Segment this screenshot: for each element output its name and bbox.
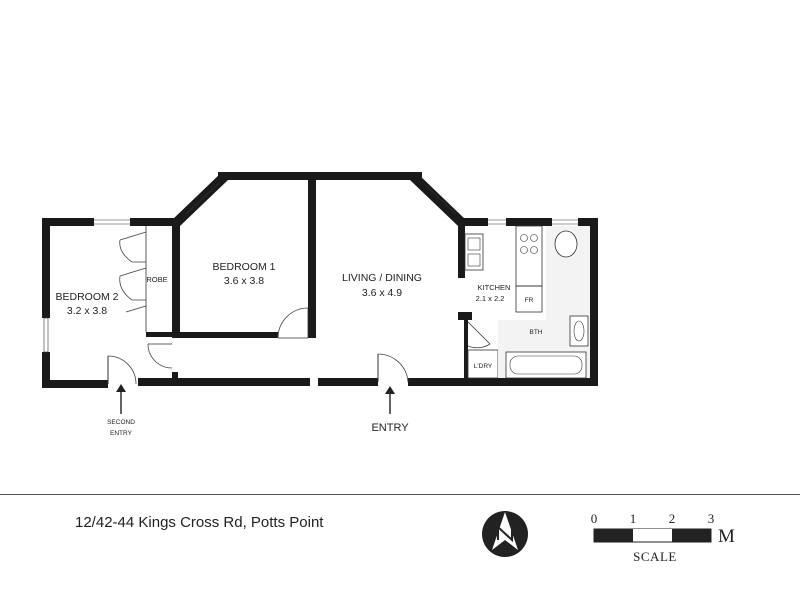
kitchen-fixtures [464,225,543,313]
kitchen-name: KITCHEN [478,283,511,292]
bathroom-fixtures [498,226,590,379]
living-dims: 3.6 x 4.9 [362,287,402,299]
robe-label: ROBE [146,275,167,284]
arrow-up-icon [116,384,126,392]
bathroom-label: BTH [530,329,543,336]
scale-caption: SCALE [633,549,677,564]
exterior-walls [42,172,598,388]
room-labels: BEDROOM 2 3.2 x 3.8 ROBE BEDROOM 1 3.6 x… [55,261,542,370]
main-entry-marker: ENTRY [371,386,409,434]
footer-divider [0,494,800,495]
scale-tick-0: 0 [591,511,598,526]
bedroom2-name: BEDROOM 2 [55,291,118,303]
kitchen-dims: 2.1 x 2.2 [476,294,505,303]
living-name: LIVING / DINING [342,272,422,284]
bedroom1-dims: 3.6 x 3.8 [224,275,264,287]
scale-tick-2: 2 [669,511,676,526]
doors [107,307,491,385]
second-entry-line2: ENTRY [110,430,133,437]
bedroom2-dims: 3.2 x 3.8 [67,305,107,317]
scale-unit: M [718,526,735,547]
second-entry-line1: SECOND [107,419,135,426]
scale-tick-1: 1 [630,511,637,526]
main-entry-label: ENTRY [371,422,409,434]
scale-bar: 0 1 2 3 M SCALE [591,511,735,564]
north-arrow-icon [482,511,528,557]
laundry-label: L'DRY [474,363,493,370]
second-entry-marker: SECOND ENTRY [107,384,135,437]
fridge-label: FR [525,297,534,304]
bedroom1-name: BEDROOM 1 [212,261,275,273]
arrow-up-icon [385,386,395,394]
property-address: 12/42-44 Kings Cross Rd, Potts Point [75,514,324,531]
scale-tick-3: 3 [708,511,715,526]
robe-fixture [119,226,147,332]
interior-walls [146,176,499,386]
